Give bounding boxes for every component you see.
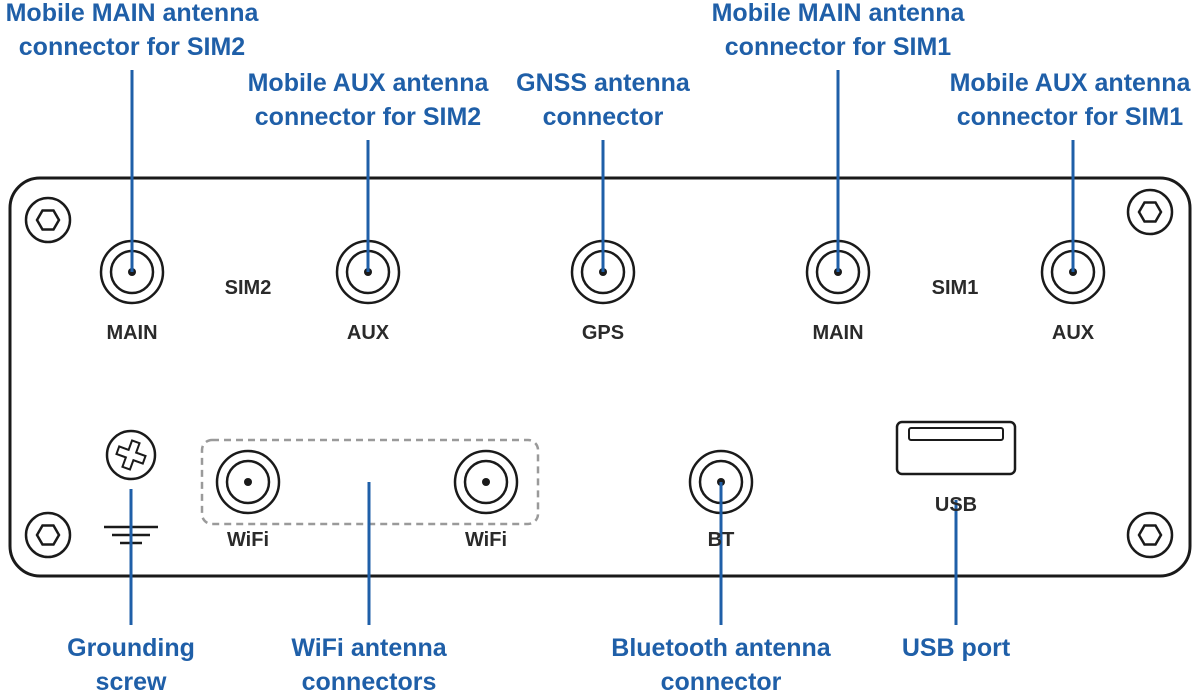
hex-screw-icon (1126, 188, 1174, 236)
callout-usb: USB port (901, 634, 1011, 662)
callout-wifi: WiFi antenna connectors (291, 634, 447, 696)
sma-connector-icon (453, 449, 519, 515)
hex-screw-icon (24, 511, 72, 559)
usb-port-icon (895, 420, 1017, 476)
callout-bluetooth: Bluetooth antenna connector (611, 634, 831, 696)
device-panel (8, 176, 1192, 578)
sma-connector-icon (215, 449, 281, 515)
callout-leader-lines (129, 70, 1075, 625)
panel-label-gps: GPS (581, 322, 625, 344)
panel-label-bt: BT (707, 529, 735, 551)
callout-main-sim1: Mobile MAIN antenna connector for SIM1 (711, 0, 965, 61)
panel-label-wifi-left: WiFi (226, 529, 270, 551)
panel-label-sim2: SIM2 (224, 277, 272, 299)
callout-aux-sim2: Mobile AUX antenna connector for SIM2 (247, 69, 489, 131)
panel-label-aux-sim2: AUX (346, 322, 390, 344)
panel-label-main-sim1: MAIN (812, 322, 864, 344)
hex-screw-icon (1126, 511, 1174, 559)
panel-label-aux-sim1: AUX (1051, 322, 1095, 344)
callout-grounding: Grounding screw (67, 634, 195, 696)
callout-gnss: GNSS antenna connector (516, 69, 690, 131)
hex-screw-icon (24, 196, 72, 244)
phillips-screw-icon (105, 429, 157, 481)
panel-label-wifi-right: WiFi (464, 529, 508, 551)
panel-label-main-sim2: MAIN (106, 322, 158, 344)
panel-label-usb: USB (934, 494, 978, 516)
callout-main-sim2: Mobile MAIN antenna connector for SIM2 (5, 0, 259, 61)
callout-aux-sim1: Mobile AUX antenna connector for SIM1 (949, 69, 1191, 131)
panel-label-sim1: SIM1 (931, 277, 979, 299)
